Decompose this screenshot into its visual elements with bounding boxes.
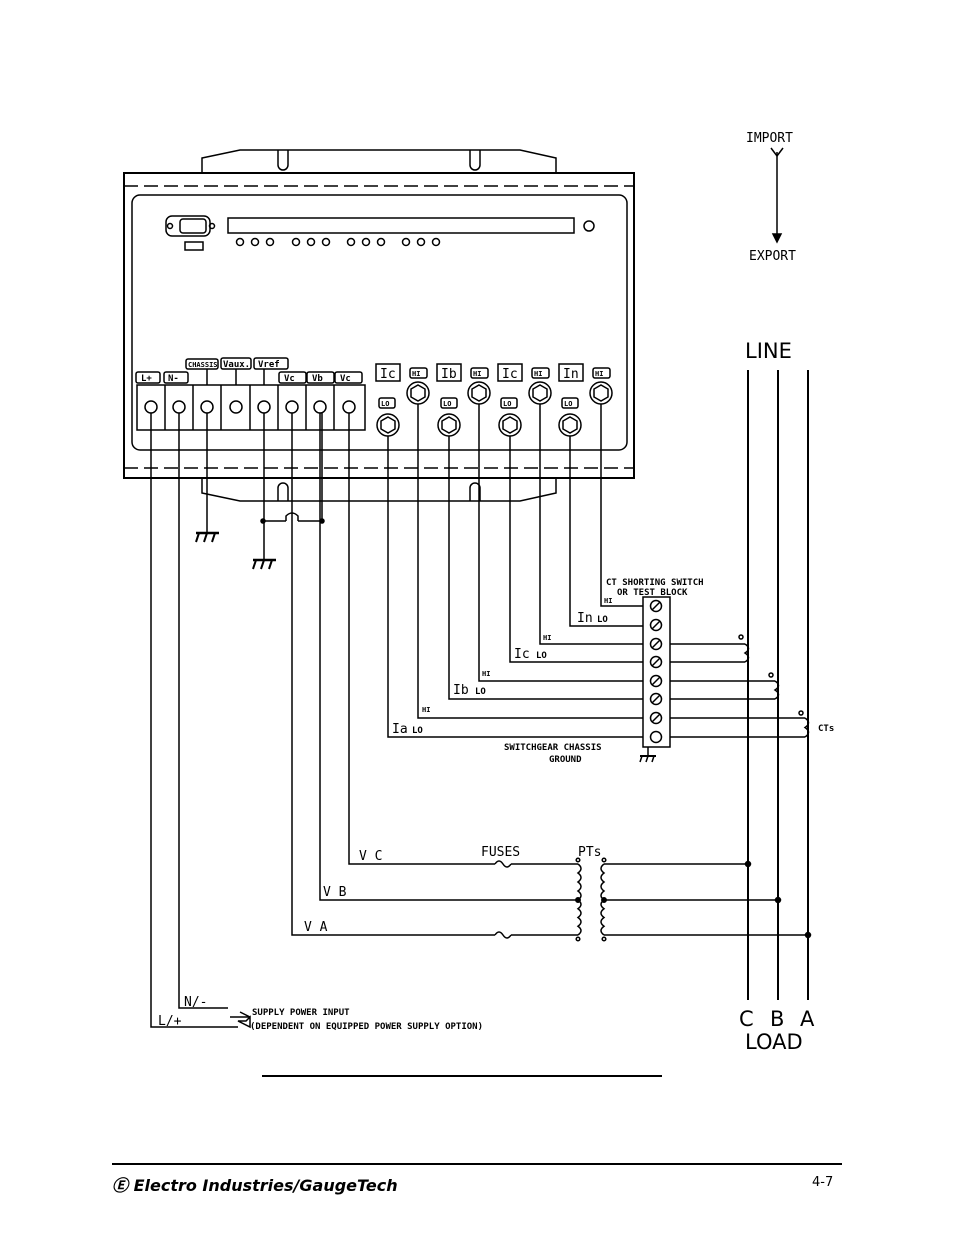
- svg-text:HI: HI: [412, 370, 420, 378]
- va-label: V A: [304, 920, 328, 935]
- meter-body: [123, 172, 635, 479]
- current-label-1: Ic: [380, 367, 396, 382]
- terminal-label-vb: Vb: [312, 374, 323, 384]
- supply-line-2: (DEPENDENT ON EQUIPPED POWER SUPPLY OPTI…: [250, 1022, 483, 1032]
- hi-stud-1: HI: [406, 367, 430, 405]
- hi-stud-2: HI: [467, 367, 491, 405]
- footer-brand-text: Electro Industries/GaugeTech: [133, 1176, 398, 1195]
- svg-text:HI: HI: [604, 597, 612, 605]
- terminal-label-vc2: Vc: [340, 374, 351, 384]
- terminal-label-vref: Vref: [258, 360, 280, 370]
- phase-a-label: A: [800, 1007, 815, 1031]
- svg-text:HI: HI: [422, 706, 430, 714]
- current-label-4: In: [563, 367, 579, 382]
- cts-label: CTs: [818, 724, 834, 734]
- vc-label: V C: [359, 849, 382, 864]
- svg-text:HI: HI: [473, 370, 481, 378]
- line-conductors: LINE C B A LOAD: [739, 339, 815, 1054]
- pts-label: PTs: [578, 845, 601, 860]
- svg-text:LO: LO: [381, 400, 389, 408]
- potential-transformers: PTs: [575, 845, 812, 942]
- meter-mount-top: [201, 149, 557, 173]
- phase-b-label: B: [770, 1007, 784, 1031]
- current-input-4: In LO: [558, 363, 584, 437]
- terminal-label-lplus: L+: [141, 374, 152, 384]
- supply-line-1: SUPPLY POWER INPUT: [252, 1008, 350, 1018]
- current-label-2: Ib: [441, 367, 457, 382]
- vb-label: V B: [323, 885, 347, 900]
- svg-text:LO: LO: [503, 400, 511, 408]
- ct-wiring: [387, 404, 643, 738]
- chassis-ground: [195, 413, 219, 543]
- terminal-label-nminus: N-: [168, 374, 179, 384]
- current-input-1: Ic LO: [375, 363, 401, 437]
- import-label: IMPORT: [746, 131, 793, 146]
- export-label: EXPORT: [749, 249, 796, 264]
- svg-text:LO: LO: [412, 726, 423, 736]
- page-number: 4-7: [812, 1175, 834, 1190]
- hi-stud-4: HI: [589, 367, 613, 405]
- meter-mount-bottom: [201, 478, 557, 502]
- ct-label-in: In: [577, 611, 593, 626]
- line-label: LINE: [745, 339, 792, 363]
- company-logo-icon: Ⓔ: [112, 1176, 134, 1195]
- supply-l-label: L/+: [158, 1014, 182, 1029]
- ct-block-title-1: CT SHORTING SWITCH: [606, 578, 704, 588]
- voltage-wiring: V C V B V A FUSES: [291, 413, 578, 939]
- terminal-strip: L+ N- CHASSIS Vaux. Vref Vc Vb Vc: [135, 357, 366, 431]
- terminal-label-vaux: Vaux.: [223, 360, 250, 370]
- supply-n-label: N/-: [184, 995, 207, 1010]
- ct-block-title-2: OR TEST BLOCK: [617, 588, 688, 598]
- svg-text:LO: LO: [597, 615, 608, 625]
- current-inputs: Ic LO HI Ib LO HI Ic LO: [375, 363, 613, 437]
- svg-text:HI: HI: [543, 634, 551, 642]
- ground-label-1: SWITCHGEAR CHASSIS: [504, 743, 602, 753]
- load-label: LOAD: [745, 1030, 803, 1054]
- current-input-2: Ib LO: [436, 363, 462, 437]
- ct-label-ia: Ia: [392, 722, 408, 737]
- ct-label-ib: Ib: [453, 683, 469, 698]
- current-transformers: CTs: [670, 634, 834, 738]
- caption-rule: [262, 1075, 662, 1077]
- svg-text:LO: LO: [564, 400, 572, 408]
- flow-arrow: IMPORT EXPORT: [746, 131, 796, 264]
- footer-rule: [112, 1163, 842, 1165]
- terminal-label-vc1: Vc: [284, 374, 295, 384]
- svg-text:LO: LO: [443, 400, 451, 408]
- ct-shorting-block: CT SHORTING SWITCH OR TEST BLOCK HI In L…: [392, 578, 704, 765]
- led-row: [235, 237, 441, 247]
- svg-text:HI: HI: [595, 370, 603, 378]
- ct-block-screws: [649, 599, 663, 744]
- ct-label-ic: Ic: [514, 647, 530, 662]
- svg-text:LO: LO: [536, 651, 547, 661]
- ground-label-2: GROUND: [549, 755, 582, 765]
- phase-c-label: C: [739, 1007, 754, 1031]
- svg-text:HI: HI: [482, 670, 490, 678]
- terminal-label-chassis: CHASSIS: [188, 361, 218, 369]
- supply-wiring: N/- L/+ SUPPLY POWER INPUT (DEPENDENT ON…: [150, 413, 483, 1032]
- current-label-3: Ic: [502, 367, 518, 382]
- svg-text:HI: HI: [534, 370, 542, 378]
- current-input-3: Ic LO: [497, 363, 523, 437]
- hi-stud-3: HI: [528, 367, 552, 405]
- fuses-label: FUSES: [481, 845, 520, 860]
- footer-brand: Ⓔ Electro Industries/GaugeTech: [112, 1172, 398, 1196]
- svg-text:LO: LO: [475, 687, 486, 697]
